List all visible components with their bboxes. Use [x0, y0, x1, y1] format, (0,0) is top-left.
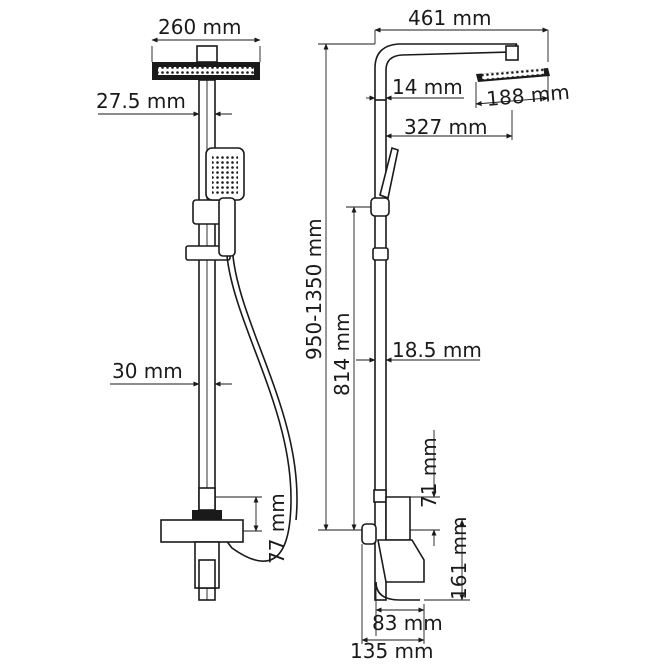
- side-hand-shower: [379, 146, 399, 200]
- front-mixer: [160, 487, 244, 589]
- side-mixer-outlet-label: 71 mm: [417, 437, 441, 508]
- side-head-center-label: 327 mm: [404, 115, 488, 139]
- side-total-reach-label: 461 mm: [408, 6, 492, 30]
- side-shower-arm: [374, 43, 517, 100]
- side-mixer: [361, 489, 425, 601]
- side-arm-drop-label: 14 mm: [392, 75, 463, 99]
- side-height-range-label: 950-1350 mm: [302, 218, 326, 360]
- front-outlet-height-label: 77 mm: [265, 493, 289, 564]
- front-rail-offset-label: 27.5 mm: [96, 89, 186, 113]
- front-hand-shower: [205, 147, 245, 257]
- front-overhead-head: [152, 45, 260, 80]
- front-view: 260 mm 27.5 mm 30 mm 77 mm: [96, 15, 298, 601]
- side-spout-depth-label: 83 mm: [372, 611, 443, 635]
- side-holder: [370, 197, 390, 217]
- side-overall-depth-label: 135 mm: [350, 639, 434, 663]
- front-rail-diameter-label: 30 mm: [112, 359, 183, 383]
- side-view: 461 mm 14 mm 188 mm 327 mm 950-1350 mm 8…: [302, 6, 571, 663]
- side-wall-gap-label: 18.5 mm: [392, 338, 482, 362]
- side-head-diameter-label: 188 mm: [485, 80, 570, 111]
- side-overhead-head: [476, 45, 550, 82]
- front-head-width-label: 260 mm: [158, 15, 242, 39]
- side-mixer-holder-label: 814 mm: [330, 313, 354, 397]
- side-rail: [374, 99, 387, 601]
- side-spout-height-label: 161 mm: [447, 517, 471, 601]
